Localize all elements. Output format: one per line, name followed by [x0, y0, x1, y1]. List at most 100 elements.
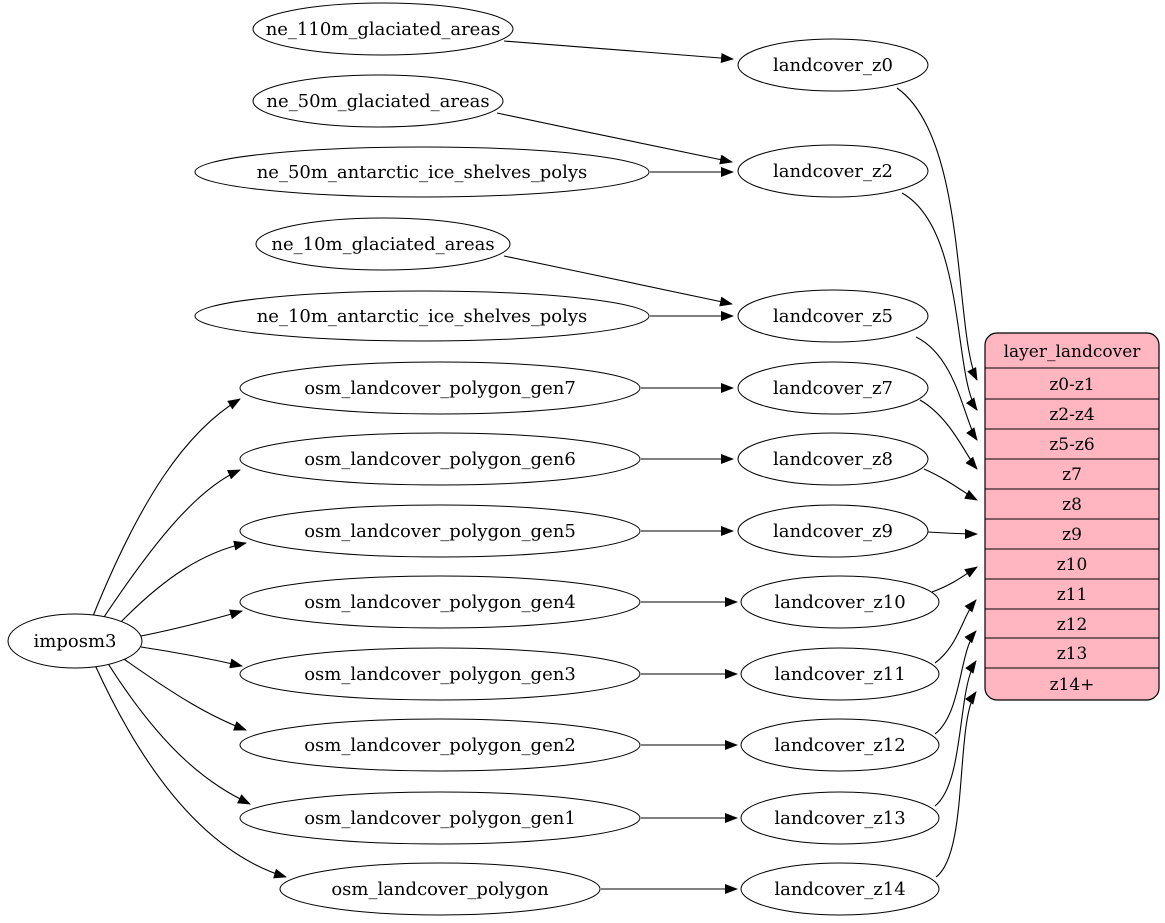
node-landcover-z10-shape	[740, 575, 940, 629]
node-landcover-z14-label: landcover_z14	[774, 879, 905, 900]
node-osm-landcover-polygon-gen6-label: osm_landcover_polygon_gen6	[304, 449, 576, 470]
node-osm-landcover-polygon-shape	[279, 862, 601, 916]
node-landcover-z11: landcover_z11	[740, 647, 940, 701]
edge-imposm3-gen1	[106, 661, 251, 805]
node-ne-10m-glaciated-areas-shape	[255, 217, 511, 271]
table-layer-landcover: layer_landcover z0-z1 z2-z4 z5-z6 z7 z8 …	[984, 332, 1160, 701]
node-osm-landcover-polygon-label: osm_landcover_polygon	[331, 879, 549, 900]
node-ne-10m-antarctic-ice-shelves-polys-shape	[194, 290, 650, 342]
node-osm-landcover-polygon-gen5: osm_landcover_polygon_gen5	[239, 504, 641, 558]
edge-imposm3-gen7	[92, 398, 241, 617]
edge-z7-row-z7	[919, 399, 978, 470]
node-imposm3-shape	[7, 613, 143, 669]
node-landcover-z0-shape	[737, 38, 929, 92]
edge-ne10m-glaciated-z5	[503, 255, 733, 307]
node-landcover-z14-shape	[740, 862, 940, 916]
edge-z14-row-z14plus	[935, 691, 977, 878]
edge-z9-row-z9	[927, 528, 978, 539]
node-osm-landcover-polygon-gen4-shape	[239, 575, 641, 629]
node-landcover-z2-label: landcover_z2	[773, 161, 893, 182]
node-landcover-z12-label: landcover_z12	[774, 735, 905, 756]
node-landcover-z9-shape	[737, 504, 929, 558]
node-ne-50m-glaciated-areas: ne_50m_glaciated_areas	[252, 74, 504, 128]
table-row-z11: z11	[1057, 585, 1088, 605]
table-row-z9: z9	[1062, 525, 1082, 545]
edge-z11-row-z11	[934, 599, 977, 664]
node-landcover-z7-shape	[737, 361, 929, 415]
node-ne-10m-antarctic-ice-shelves-polys: ne_10m_antarctic_ice_shelves_polys	[194, 290, 650, 342]
node-osm-landcover-polygon-gen1: osm_landcover_polygon_gen1	[239, 791, 641, 845]
node-osm-landcover-polygon-gen3-shape	[239, 647, 641, 701]
node-ne-110m-glaciated-areas-label: ne_110m_glaciated_areas	[266, 19, 501, 40]
edge-imposm3-gen3	[140, 646, 243, 669]
node-landcover-z11-label: landcover_z11	[774, 664, 905, 685]
node-osm-landcover-polygon-gen4: osm_landcover_polygon_gen4	[239, 575, 641, 629]
node-osm-landcover-polygon-gen7-label: osm_landcover_polygon_gen7	[304, 378, 576, 399]
node-landcover-z0: landcover_z0	[737, 38, 929, 92]
table-row-z5-z6: z5-z6	[1049, 435, 1094, 455]
node-landcover-z12-shape	[740, 718, 940, 772]
node-osm-landcover-polygon-gen2-shape	[239, 718, 641, 772]
edge-z10-row-z10	[931, 566, 978, 593]
node-landcover-z0-label: landcover_z0	[773, 55, 893, 76]
node-imposm3: imposm3	[7, 613, 143, 669]
node-osm-landcover-polygon-gen7: osm_landcover_polygon_gen7	[239, 361, 641, 415]
node-landcover-z2-shape	[737, 144, 929, 198]
node-osm-landcover-polygon-gen5-label: osm_landcover_polygon_gen5	[304, 521, 576, 542]
node-landcover-z8-label: landcover_z8	[773, 449, 893, 470]
node-landcover-z8: landcover_z8	[737, 432, 929, 486]
node-ne-110m-glaciated-areas: ne_110m_glaciated_areas	[252, 2, 514, 56]
node-landcover-z12: landcover_z12	[740, 718, 940, 772]
table-row-z12: z12	[1057, 615, 1088, 635]
node-ne-10m-glaciated-areas-label: ne_10m_glaciated_areas	[271, 234, 494, 255]
node-osm-landcover-polygon-gen1-shape	[239, 791, 641, 845]
node-landcover-z9: landcover_z9	[737, 504, 929, 558]
table-row-z14plus: z14+	[1050, 675, 1095, 695]
edge-imposm3-gen6	[101, 469, 241, 621]
table-row-z13: z13	[1057, 644, 1088, 664]
table-row-z10: z10	[1057, 555, 1088, 575]
node-landcover-z5-shape	[737, 289, 929, 343]
node-landcover-z13: landcover_z13	[740, 791, 940, 845]
node-landcover-z7-label: landcover_z7	[773, 378, 893, 399]
node-osm-landcover-polygon-gen2-label: osm_landcover_polygon_gen2	[304, 735, 576, 756]
table-title: layer_landcover	[1004, 342, 1142, 362]
node-ne-50m-glaciated-areas-label: ne_50m_glaciated_areas	[266, 91, 489, 112]
node-osm-landcover-polygon-gen5-shape	[239, 504, 641, 558]
node-osm-landcover-polygon-gen3: osm_landcover_polygon_gen3	[239, 647, 641, 701]
node-osm-landcover-polygon-gen3-label: osm_landcover_polygon_gen3	[304, 664, 576, 685]
edge-z13-row-z13	[934, 660, 977, 807]
node-landcover-z13-shape	[740, 791, 940, 845]
edge-ne50m-glaciated-z2	[496, 112, 733, 165]
edge-z12-row-z12	[934, 630, 977, 735]
node-landcover-z5: landcover_z5	[737, 289, 929, 343]
edge-imposm3-gen5	[115, 540, 247, 628]
node-landcover-z5-label: landcover_z5	[773, 306, 893, 327]
node-landcover-z9-label: landcover_z9	[773, 521, 893, 542]
edges	[92, 40, 978, 894]
node-ne-50m-antarctic-ice-shelves-polys: ne_50m_antarctic_ice_shelves_polys	[194, 146, 650, 198]
node-osm-landcover-polygon-gen1-label: osm_landcover_polygon_gen1	[304, 808, 576, 829]
node-osm-landcover-polygon-gen2: osm_landcover_polygon_gen2	[239, 718, 641, 772]
node-osm-landcover-polygon-gen6-shape	[239, 432, 641, 486]
table-row-z7: z7	[1062, 465, 1082, 485]
node-osm-landcover-polygon-gen7-shape	[239, 361, 641, 415]
node-ne-110m-glaciated-areas-shape	[252, 2, 514, 56]
node-landcover-z10-label: landcover_z10	[774, 592, 905, 613]
edge-z5-row-z5z6	[915, 336, 978, 441]
node-landcover-z11-shape	[740, 647, 940, 701]
node-osm-landcover-polygon-gen6: osm_landcover_polygon_gen6	[239, 432, 641, 486]
edge-imposm3-gen4	[140, 609, 243, 637]
node-landcover-z14: landcover_z14	[740, 862, 940, 916]
node-landcover-z8-shape	[737, 432, 929, 486]
node-ne-10m-glaciated-areas: ne_10m_glaciated_areas	[255, 217, 511, 271]
edge-z2-row-z2z4	[901, 192, 978, 411]
node-ne-10m-antarctic-ice-shelves-polys-label: ne_10m_antarctic_ice_shelves_polys	[257, 306, 588, 327]
table-row-z8: z8	[1062, 495, 1082, 515]
edge-z8-row-z8	[923, 468, 978, 501]
node-imposm3-label: imposm3	[34, 631, 117, 652]
table-layer-landcover-body	[984, 332, 1160, 701]
edge-z0-row-z0z1	[896, 87, 978, 381]
node-ne-50m-antarctic-ice-shelves-polys-label: ne_50m_antarctic_ice_shelves_polys	[257, 162, 588, 183]
